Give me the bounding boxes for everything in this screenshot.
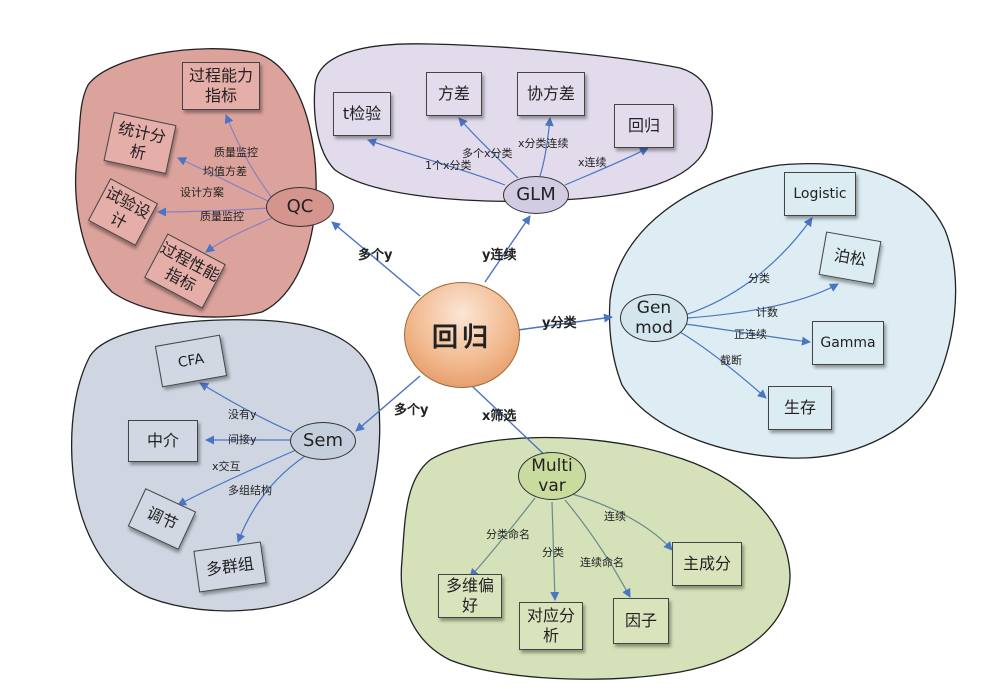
link-label-qc: 多个y: [358, 248, 393, 263]
multivar-item-3[interactable]: 因子: [613, 598, 669, 644]
sem-edge-label-4: 多组结构: [228, 484, 272, 497]
glm-item-3[interactable]: 协方差: [517, 72, 585, 116]
link-label-genmod: y分类: [542, 316, 577, 331]
edge-glm-item-3: [539, 117, 554, 177]
edge-genmod-item-4: [679, 331, 767, 399]
glm-item-2[interactable]: 方差: [426, 72, 482, 116]
genmod-item-1[interactable]: Logistic: [784, 172, 856, 216]
sem-edge-label-3: x交互: [212, 460, 241, 473]
link-label-multivar: x筛选: [482, 409, 517, 424]
qc-item-1[interactable]: 过程能力指标: [182, 62, 260, 110]
qc-edge-label-3: 设计方案: [180, 186, 224, 199]
sem-edge-label-1: 没有y: [228, 408, 257, 421]
genmod-node[interactable]: Gen mod: [620, 294, 688, 342]
link-label-sem: 多个y: [394, 403, 429, 418]
qc-edge-label-2: 均值方差: [203, 165, 247, 178]
multivar-item-4[interactable]: 主成分: [672, 542, 742, 586]
edge-genmod-item-2: [687, 283, 839, 319]
glm-item-1[interactable]: t检验: [333, 92, 391, 136]
sem-region: [71, 319, 381, 612]
sem-edge-label-2: 间接y: [228, 433, 257, 446]
edge-center-glm: [484, 215, 531, 283]
multivar-region: [400, 436, 791, 680]
glm-node[interactable]: GLM: [503, 176, 569, 214]
glm-edge-label-4: x连续: [578, 156, 607, 169]
edge-genmod-item-1: [684, 217, 813, 316]
sem-item-2[interactable]: 中介: [128, 420, 198, 462]
glm-edge-label-3: x分类连续: [518, 137, 569, 150]
edge-qc-item-4: [205, 217, 273, 253]
genmod-edge-label-1: 分类: [748, 272, 770, 285]
genmod-item-3[interactable]: Gamma: [812, 321, 884, 365]
multivar-item-1[interactable]: 多维偏好: [438, 574, 502, 618]
edge-multivar-item-4: [571, 493, 673, 551]
genmod-edge-label-4: 截断: [720, 354, 742, 367]
sem-node[interactable]: Sem: [290, 422, 356, 460]
multivar-edge-label-2: 分类: [542, 546, 564, 559]
center-node-regression[interactable]: 回归: [404, 282, 520, 388]
edge-sem-item-4: [236, 455, 306, 543]
edge-multivar-item-1: [469, 497, 536, 578]
edge-glm-item-2: [458, 117, 519, 179]
glm-edge-label-1: 1个x分类: [425, 159, 472, 172]
multivar-edge-label-3: 连续命名: [580, 556, 624, 569]
genmod-item-2[interactable]: 泊松: [818, 231, 882, 285]
edge-center-multivar: [471, 385, 551, 461]
qc-edge-label-4: 质量监控: [200, 210, 244, 223]
glm-item-4[interactable]: 回归: [614, 104, 674, 148]
edge-genmod-item-3: [684, 323, 811, 346]
link-label-glm: y连续: [482, 248, 517, 263]
edge-qc-item-1: [224, 114, 273, 199]
edge-glm-item-4: [564, 147, 649, 186]
glm-region: [313, 43, 713, 202]
qc-node[interactable]: QC: [266, 187, 334, 227]
edge-center-genmod: [517, 313, 613, 331]
glm-edge-label-2: 多个x分类: [462, 147, 513, 160]
edge-glm-item-1: [367, 138, 506, 186]
edge-multivar-item-3: [564, 499, 631, 598]
edge-center-qc: [331, 221, 421, 297]
multivar-item-2[interactable]: 对应分析: [519, 602, 583, 650]
multivar-edge-label-1: 分类命名: [486, 528, 530, 541]
genmod-edge-label-3: 正连续: [734, 328, 767, 341]
multivar-node[interactable]: Multi var: [518, 452, 586, 500]
edge-sem-item-3: [177, 449, 297, 506]
genmod-item-4[interactable]: 生存: [768, 386, 832, 430]
edge-qc-item-2: [177, 157, 271, 203]
edge-multivar-item-2: [550, 501, 560, 601]
genmod-edge-label-2: 计数: [756, 306, 778, 319]
edge-center-sem: [355, 375, 421, 432]
qc-edge-label-1: 质量监控: [214, 146, 258, 159]
edge-qc-item-3: [157, 207, 269, 217]
genmod-region: [608, 163, 957, 459]
edge-sem-item-1: [199, 382, 293, 433]
multivar-edge-label-4: 连续: [604, 510, 626, 523]
